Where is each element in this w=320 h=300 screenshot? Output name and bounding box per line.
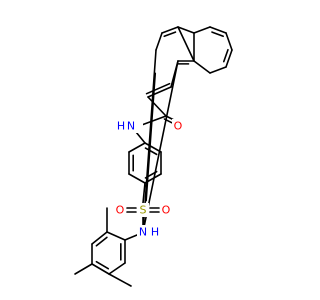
bond-phenylene-double (144, 170, 158, 179)
bond-phenylene (144, 142, 162, 153)
amide-nh-bg (115, 119, 143, 133)
bond-naphthalene-b-double (211, 31, 224, 38)
bond-vinyl (147, 86, 172, 98)
bond-phenylene (144, 173, 162, 184)
bond-mesityl-double (95, 260, 110, 270)
bond-layer (74, 26, 233, 287)
bond-vinyl-carbonyl (147, 96, 167, 117)
bond-phenylene-double (144, 147, 158, 156)
bond-naphthalene-b (193, 26, 211, 34)
atom-layer: O H N O S O N H (114, 119, 184, 239)
bond-naphthyl-vinyl (170, 60, 179, 88)
bond-mesityl (91, 231, 108, 245)
bond-naphthalene-b (209, 66, 227, 74)
bond-naphthalene-a (177, 26, 195, 62)
bond-phenylene (128, 142, 146, 153)
sulfonamide-nitrogen-label: N (139, 226, 147, 239)
bond-mesityl (108, 262, 126, 275)
bond-naphthalene-a (161, 26, 179, 34)
bond-naphthalene-a (155, 32, 163, 51)
bond-naphthalene-b (209, 26, 227, 34)
sulfonamide-nh-bg (137, 225, 165, 239)
bond-mesityl-double (95, 236, 108, 247)
bond-naphthalene-b (225, 49, 233, 68)
amide-oxygen-label: O (174, 120, 183, 133)
sulfonyl-oxygen-left-bg (114, 203, 126, 217)
bond-amide-aryl (135, 131, 146, 144)
bond-vinyl-double (145, 82, 171, 95)
amide-nitrogen-label: N (127, 120, 135, 133)
bond-nitrogen-mesityl (124, 234, 138, 241)
bond-methyl-ortho (108, 273, 132, 287)
bond-naphthalene-b (177, 26, 195, 34)
bond-naphthalene-a-double (163, 31, 177, 38)
bond-methyl-para (74, 263, 93, 275)
bond-naphthalene-b (225, 32, 233, 51)
sulfonamide-h-label: H (151, 226, 159, 239)
bond-naphthalene-a (142, 49, 157, 233)
sulfonyl-oxygen-right-bg (160, 203, 172, 217)
bond-phenylene (128, 173, 146, 184)
bond-amide (138, 115, 167, 127)
bond-mesityl (91, 263, 110, 275)
bond-mesityl (106, 231, 126, 241)
bond-naphthalene-b-double (222, 48, 229, 63)
sulfur-label: S (140, 204, 147, 217)
bond-aryl-sulfur (142, 182, 146, 204)
bond-carbonyl-double (163, 118, 174, 124)
sulfur-bg (137, 203, 149, 217)
molecule-structure: O H N O S O N H (74, 26, 233, 287)
sulfonyl-oxygen-right-label: O (162, 204, 171, 217)
sulfonyl-oxygen-left-label: O (116, 204, 125, 217)
amide-oxygen-bg (172, 119, 184, 133)
molecule-canvas: O H N O S O N H (74, 26, 233, 287)
bond-naphthalene-b (193, 60, 211, 74)
amide-h-label: H (117, 120, 125, 133)
